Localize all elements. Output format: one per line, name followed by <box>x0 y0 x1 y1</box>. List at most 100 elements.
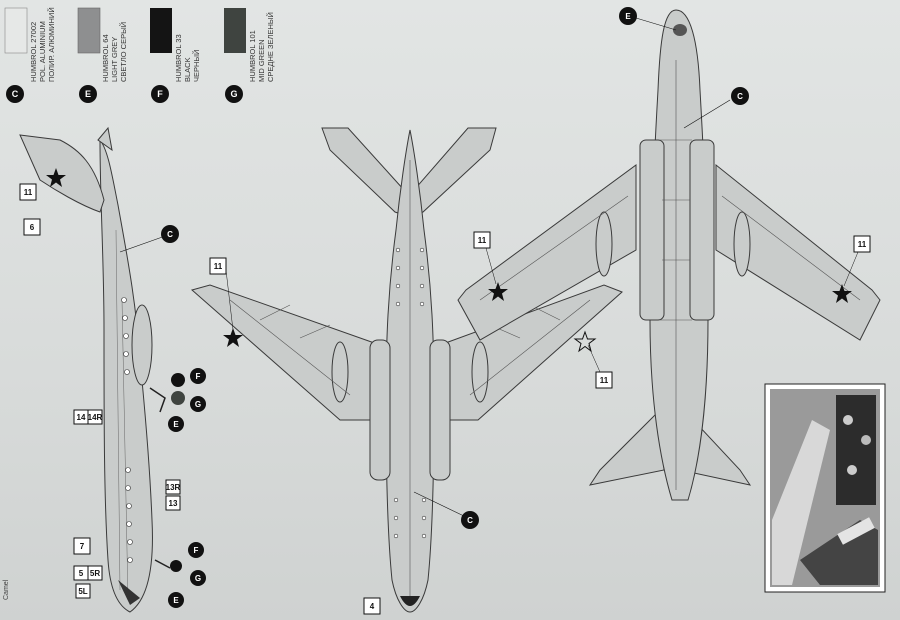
side-view <box>19 126 171 613</box>
swatch-f-line3: ЧЕРНЫЙ <box>192 50 201 82</box>
callout-c-side: C <box>167 230 173 239</box>
decal-box-bottom-left-wing <box>473 231 491 249</box>
top-wing-star <box>223 328 243 347</box>
decal-box-nose <box>363 597 381 615</box>
callout-c-top: C <box>737 92 743 101</box>
callout-badge-c-side <box>161 225 179 243</box>
top-left-stabilizer <box>321 127 405 216</box>
swatch-e-line1: HUMBROL 64 <box>101 34 110 82</box>
bottom-right-nacelle <box>689 139 715 321</box>
top-right-wing-star <box>573 330 597 353</box>
callout-badge-e-side2 <box>168 592 184 608</box>
swatch-e-color <box>77 7 101 54</box>
top-left-nacelle <box>369 339 391 481</box>
bottom-left-tail <box>588 408 665 486</box>
top-right-stabilizer <box>413 127 497 216</box>
decal-box-side-13 <box>165 495 181 511</box>
swatch-c-line2: POL. ALUMINIUM <box>38 21 47 82</box>
callout-badge-c-bottom <box>461 511 479 529</box>
callout-e-bottom: E <box>625 12 631 21</box>
decal-side-13r: 13R <box>166 483 181 492</box>
decal-box-side-tail <box>19 183 37 201</box>
top-nose <box>400 596 420 606</box>
decal-side-5l: 5L <box>78 587 87 596</box>
side-belly-line <box>121 299 129 601</box>
decal-box-bottom-right-lower <box>595 371 613 389</box>
decal-bottom-right-lower: 11 <box>600 376 609 385</box>
side-nose-gear <box>154 559 171 569</box>
swatch-e-code: E <box>85 89 91 99</box>
side-tail-fin <box>19 134 105 213</box>
swatch-g-code: G <box>230 89 237 99</box>
side-cockpit <box>118 580 140 605</box>
swatch-e-line3: СВЕТЛО СЕРЫЙ <box>119 22 128 82</box>
bottom-fuselage <box>649 9 709 501</box>
callout-badge-f-side2 <box>188 542 204 558</box>
top-right-nacelle <box>429 339 451 481</box>
decal-box-bottom-right-wing <box>853 235 871 253</box>
callout-badge-g-side2 <box>190 570 206 586</box>
swatch-g-line2: MID GREEN <box>257 39 266 82</box>
bottom-nose-radome <box>673 24 687 36</box>
callout-c-bottom: C <box>467 516 473 525</box>
callout-g-side2: G <box>195 574 201 583</box>
decal-box-top-wing <box>209 257 227 275</box>
swatch-f-badge <box>151 85 169 103</box>
bottom-view <box>457 9 881 501</box>
decal-side-5r: 5R <box>90 569 100 578</box>
side-star <box>46 168 66 187</box>
decal-nose: 4 <box>370 602 375 611</box>
decal-bottom-left-wing: 11 <box>478 236 487 245</box>
decal-box-side-5r <box>87 565 103 581</box>
side-center-line <box>115 229 121 591</box>
decal-side-5: 5 <box>79 569 84 578</box>
bottom-left-nacelle <box>639 139 665 321</box>
swatch-g-line1: HUMBROL 101 <box>248 30 257 82</box>
swatch-c-line1: HUMBROL 27002 <box>29 22 38 82</box>
callout-badge-g-side1 <box>190 396 206 412</box>
side-main-gear <box>149 387 166 413</box>
callout-badge-e-bottom <box>619 7 637 25</box>
swatch-c-line3: ПОЛИР. АЛЮМИНИЙ <box>47 7 56 82</box>
decal-side-fin: 6 <box>30 223 35 232</box>
swatch-c: C HUMBROL 27002 POL. ALUMINIUM ПОЛИР. АЛ… <box>4 7 56 103</box>
top-left-gear-pod <box>331 341 349 403</box>
decal-box-side-14r <box>87 409 103 425</box>
swatch-e-line2: LIGHT GREY <box>110 37 119 82</box>
side-fuselage <box>99 138 153 613</box>
callout-badge-e-side1 <box>168 416 184 432</box>
reference-photo <box>764 383 886 593</box>
swatch-f-line1: HUMBROL 33 <box>174 34 183 82</box>
swatch-f-line2: BLACK <box>183 57 192 82</box>
decal-box-side-13r <box>165 479 181 495</box>
credit-text: Camel <box>3 579 10 600</box>
side-stabilizer <box>97 126 113 152</box>
decal-bottom-right-wing: 11 <box>858 240 867 249</box>
swatch-c-code: C <box>12 89 19 99</box>
swatch-g-badge <box>225 85 243 103</box>
decal-side-13: 13 <box>169 499 178 508</box>
callout-e-side2: E <box>173 596 179 605</box>
swatch-g-line3: СРЕДНЕ ЗЕЛЕНЫЙ <box>266 12 275 82</box>
callout-g-side1: G <box>195 400 201 409</box>
callout-e-side1: E <box>173 420 179 429</box>
swatch-e-badge <box>79 85 97 103</box>
swatch-c-color <box>4 7 28 54</box>
callout-badge-f-side1 <box>190 368 206 384</box>
callout-f-side1: F <box>196 372 201 381</box>
decal-box-side-5l <box>75 583 91 599</box>
decal-box-side-fin <box>23 218 41 236</box>
swatch-f-code: F <box>157 89 163 99</box>
top-left-wing <box>190 284 381 421</box>
bottom-right-gear-pod <box>733 211 751 277</box>
decal-box-side-7 <box>73 537 91 555</box>
swatch-f-color <box>150 8 172 53</box>
bottom-left-gear-pod <box>595 211 613 277</box>
bottom-right-star <box>832 284 852 303</box>
swatch-c-badge <box>6 85 24 103</box>
top-view <box>190 127 623 613</box>
callout-badge-c-top <box>731 87 749 105</box>
swatch-f: F HUMBROL 33 BLACK ЧЕРНЫЙ <box>150 8 201 103</box>
